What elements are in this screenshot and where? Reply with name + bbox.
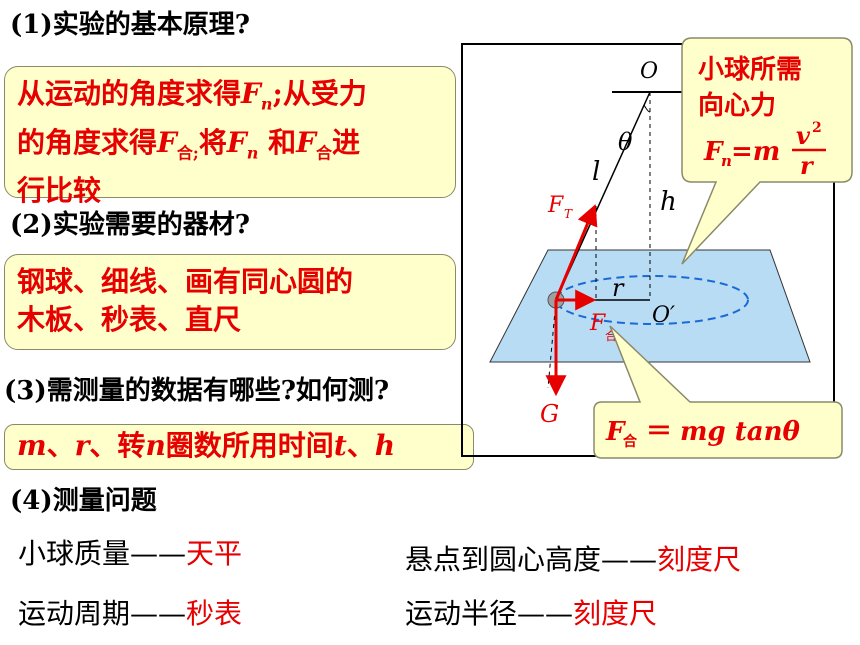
row-radius: 运动半径——刻度尺 <box>405 592 657 632</box>
tension-arrow <box>554 204 598 301</box>
label-l: l <box>592 157 600 187</box>
sep-2: 、 <box>346 429 375 462</box>
principle-text-d: 将 <box>198 125 227 159</box>
row-period-value: 秒表 <box>186 597 243 630</box>
row-radius-value: 刻度尺 <box>573 597 658 630</box>
label-O: O <box>640 59 658 84</box>
row-height: 悬点到圆心高度——刻度尺 <box>405 538 741 578</box>
principle-text-a: 从运动的角度求得 <box>17 77 242 110</box>
question-4-title: (4)测量问题 <box>10 486 157 516</box>
label-theta: θ <box>618 128 633 156</box>
formula-den: r <box>800 151 815 180</box>
equipment-line-2: 木板、秒表、直尺 <box>17 303 242 336</box>
formula-F: F <box>703 137 724 167</box>
principle-line-3: 行比较 <box>17 174 102 208</box>
label-FT-sub: T <box>564 207 573 221</box>
equipment-line-1: 钢球、细线、画有同心圆的 <box>17 265 354 298</box>
fn-symbol: F <box>241 77 261 110</box>
row-period: 运动周期——秒表 <box>18 592 242 632</box>
principle-text-b: ;从受力 <box>272 77 367 110</box>
question-1-title: (1)实验的基本原理? <box>10 10 250 40</box>
symbol-n: n <box>145 429 166 462</box>
question-2-title: (2)实验需要的器材? <box>10 210 250 240</box>
fhe-sub-2: 合 <box>316 143 333 163</box>
row-period-label: 运动周期—— <box>18 597 187 630</box>
row-mass-value: 天平 <box>186 537 243 570</box>
horizontal-plane <box>489 249 811 363</box>
fhe-symbol: F <box>157 125 177 159</box>
symbol-m: m <box>17 429 47 462</box>
formula-sub: n <box>721 152 732 170</box>
principle-callout: 从运动的角度求得Fn;从受力 的角度求得F合;将Fn 和F合进 行比较 <box>4 66 456 207</box>
symbol-r: r <box>74 429 90 462</box>
label-G: G <box>540 400 559 428</box>
resultant-callout <box>593 325 843 459</box>
principle-line-2: 的角度求得F合;将Fn 和F合进 <box>17 124 443 173</box>
centripetal-line-1: 小球所需 <box>698 55 802 85</box>
label-r: r <box>612 274 625 302</box>
extension-line <box>547 299 557 389</box>
principle-text-f: 进 <box>332 125 361 159</box>
label-h: h <box>660 187 677 217</box>
sep-1: 、 <box>46 429 75 462</box>
centripetal-callout <box>681 37 853 265</box>
angle-arc <box>643 104 651 113</box>
resultant-F: F <box>605 417 626 447</box>
fn-symbol-2: F <box>226 125 247 159</box>
equipment-callout: 钢球、细线、画有同心圆的 木板、秒表、直尺 <box>4 254 456 350</box>
symbol-h: h <box>374 429 396 462</box>
resultant-sub: 合 <box>623 433 638 450</box>
formula-eq: =m <box>731 137 780 167</box>
row-height-label: 悬点到圆心高度—— <box>405 543 658 576</box>
resultant-eq: ＝ <box>646 417 672 447</box>
circular-path <box>555 275 749 325</box>
label-FT: F <box>547 193 564 218</box>
question-3-title: (3)需测量的数据有哪些?如何测? <box>4 376 390 406</box>
row-mass-label: 小球质量—— <box>18 537 187 570</box>
principle-line-1: 从运动的角度求得Fn;从受力 <box>17 75 443 124</box>
resultant-rest: mg tanθ <box>680 417 801 447</box>
fhe-symbol-2: F <box>296 125 317 159</box>
centripetal-line-2: 向心力 <box>698 90 776 121</box>
row-height-value: 刻度尺 <box>657 543 742 576</box>
label-Fhe: F <box>589 311 606 336</box>
principle-text-c: 的角度求得 <box>17 125 158 159</box>
symbol-t: t <box>333 429 347 462</box>
row-radius-label: 运动半径—— <box>405 597 574 630</box>
measurement-callout: m、r、转n圈数所用时间t、h <box>4 424 474 470</box>
formula-num: v <box>796 121 811 150</box>
label-O-prime: O′ <box>652 303 675 328</box>
fn-sub-2: n <box>246 143 259 163</box>
formula-num-exp: 2 <box>812 120 822 136</box>
fn-sub: n <box>260 94 273 114</box>
row-mass: 小球质量——天平 <box>18 532 242 572</box>
principle-text-e: 和 <box>258 125 297 159</box>
fhe-sub: 合; <box>176 143 199 163</box>
text-turn: 、转 <box>89 429 146 462</box>
text-time: 圈数所用时间 <box>165 429 334 462</box>
